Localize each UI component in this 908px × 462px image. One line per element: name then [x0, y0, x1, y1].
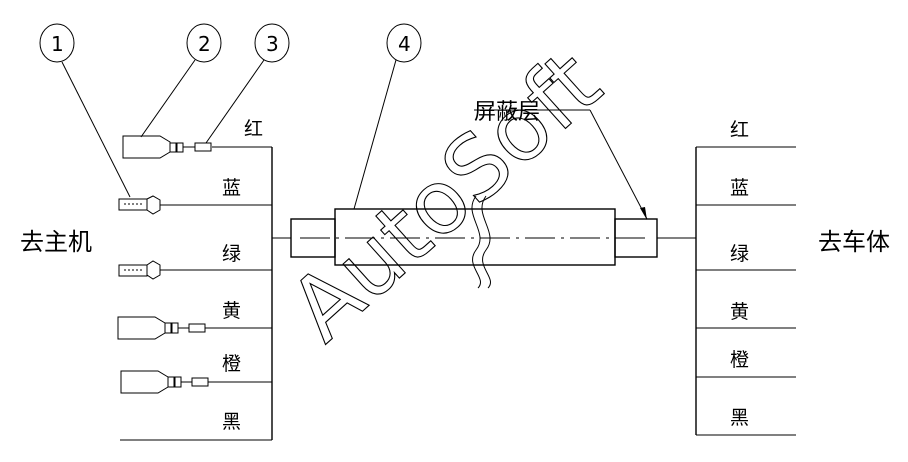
left-wire-labels: 红 蓝 绿 黄 橙 黑: [222, 118, 263, 433]
right-wire-label-black: 黑: [730, 407, 749, 429]
right-wire-label-orange: 橙: [730, 349, 749, 371]
right-wire-label-green: 绿: [730, 243, 749, 265]
left-wire-label-blue: 蓝: [222, 177, 241, 199]
watermark-text: AutoSoft: [270, 31, 620, 360]
cable-break-line-2: [481, 195, 491, 289]
right-side-label: 去车体: [818, 228, 890, 256]
left-wire-label-black: 黑: [222, 411, 241, 433]
left-wire-label-orange: 橙: [222, 353, 241, 375]
callout-4-number: 4: [398, 32, 411, 56]
shield-leader: [474, 109, 648, 220]
shield-layer-label: 屏蔽层: [474, 100, 540, 125]
callout-3-number: 3: [266, 32, 279, 56]
left-wire-label-red: 红: [244, 118, 263, 140]
pin-connector-small-blue: [118, 195, 161, 215]
cable-break-line-1: [471, 195, 481, 289]
callout-1: 1: [39, 23, 131, 198]
callout-1-number: 1: [51, 32, 64, 56]
left-side-label: 去主机: [20, 228, 92, 256]
callout-4: 4: [353, 23, 422, 210]
right-wire-label-red: 红: [730, 119, 749, 141]
right-wire-label-blue: 蓝: [730, 177, 749, 199]
pin-connector-small-green: [118, 260, 161, 280]
spade-connector-large-orange: [120, 370, 209, 394]
callout-2-number: 2: [198, 32, 211, 56]
shielded-cable: [272, 195, 696, 289]
callout-2: 2: [140, 23, 222, 138]
right-wire-label-yellow: 黄: [730, 301, 749, 323]
left-wire-label-green: 绿: [222, 243, 241, 265]
right-wire-lines: [696, 146, 796, 436]
callout-3: 3: [205, 23, 290, 144]
watermark: AutoSoft: [270, 31, 621, 362]
right-wire-labels: 红 蓝 绿 黄 橙 黑: [730, 119, 749, 429]
left-wire-lines: [120, 146, 272, 441]
spade-connector-large-yellow: [117, 316, 206, 340]
left-wire-label-yellow: 黄: [222, 300, 241, 322]
spade-connector-large-red: [122, 135, 212, 159]
